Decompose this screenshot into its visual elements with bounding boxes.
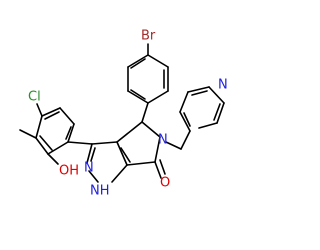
bond <box>67 123 75 143</box>
bond <box>198 122 218 129</box>
bond <box>130 58 146 69</box>
bond <box>116 121 143 143</box>
bond <box>154 161 162 179</box>
bond <box>141 121 161 138</box>
bond <box>154 136 161 163</box>
bond <box>127 90 149 104</box>
bond <box>91 141 118 145</box>
bond <box>120 147 131 163</box>
structure-canvas: Br Cl OH NH N N N O <box>19 28 228 199</box>
bond <box>159 159 166 175</box>
bonds <box>19 43 225 183</box>
bond <box>88 170 99 183</box>
bond <box>59 107 75 125</box>
molecule-diagram: Br Cl OH NH N N N O <box>19 29 228 199</box>
bond <box>127 54 149 68</box>
pyridine-nitrogen-label: N <box>218 78 228 93</box>
hydroxyl-label: OH <box>59 164 79 179</box>
bond <box>41 107 61 117</box>
bond <box>147 90 169 104</box>
bond <box>216 102 225 124</box>
bond <box>180 130 191 150</box>
bond <box>39 135 53 151</box>
bond <box>47 141 69 155</box>
bond <box>183 112 191 127</box>
pyrazole-nitrogen-label: N <box>84 161 94 176</box>
bond <box>147 54 169 68</box>
bond <box>116 141 128 166</box>
bond <box>19 129 37 139</box>
bond <box>165 141 182 150</box>
bond <box>36 103 43 117</box>
bond <box>126 161 156 166</box>
bond <box>90 147 96 162</box>
chlorine-label: Cl <box>28 90 41 105</box>
carbonyl-oxygen-label: O <box>160 176 170 191</box>
bond <box>47 153 59 165</box>
bond <box>67 141 93 145</box>
bond <box>179 91 189 113</box>
bond <box>35 137 49 155</box>
bromine-label: Br <box>141 29 156 44</box>
bond <box>213 103 221 121</box>
lactam-nitrogen-label: N <box>158 133 168 148</box>
bond <box>65 126 72 140</box>
bond <box>130 89 146 100</box>
bond <box>86 143 93 164</box>
bond <box>111 164 128 183</box>
bond <box>44 111 60 120</box>
atom-labels: Br Cl OH NH N N N O <box>28 29 228 199</box>
bond <box>187 86 210 93</box>
bond <box>35 115 43 139</box>
pyrazole-nh-label: NH <box>90 184 110 199</box>
bond <box>208 86 225 104</box>
bond <box>141 102 149 123</box>
bond <box>191 90 208 96</box>
bond <box>179 111 191 132</box>
